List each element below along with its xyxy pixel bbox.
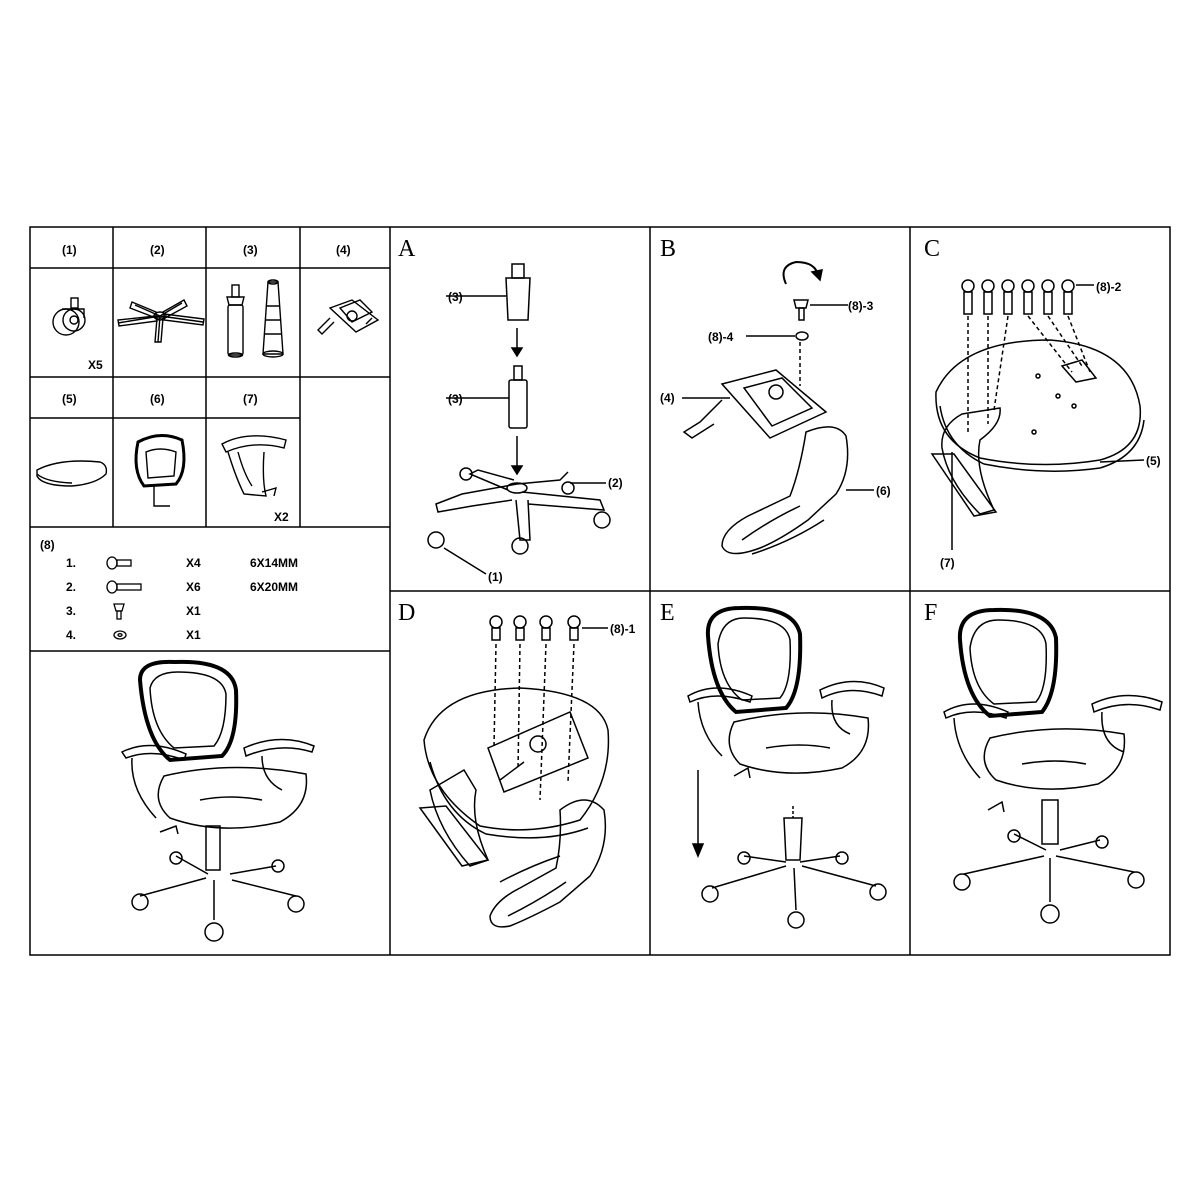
step-b-callout-8-4: (8)-4 [708, 330, 734, 344]
hardware-size-1: 6X14MM [250, 556, 299, 570]
hardware-index-4: 4. [66, 628, 77, 642]
step-letter-e: E [660, 600, 675, 626]
hardware-size-2: 6X20MM [250, 580, 299, 594]
hardware-index-3: 3. [66, 604, 77, 618]
part-number-7: (7) [243, 392, 258, 406]
hardware-qty-4: X1 [186, 628, 201, 642]
part-number-5: (5) [62, 392, 77, 406]
step-b-callout-6: (6) [876, 484, 891, 498]
step-c-callout-8-2: (8)-2 [1096, 280, 1122, 294]
step-letter-f: F [924, 600, 938, 626]
hardware-index-1: 1. [66, 556, 77, 570]
part-number-1: (1) [62, 243, 77, 257]
caster-qty: X5 [88, 358, 103, 372]
part-number-4: (4) [336, 243, 351, 257]
step-a-callout-3-bottom: (3) [448, 392, 463, 406]
step-letter-a: A [398, 236, 416, 262]
hardware-qty-1: X4 [186, 556, 201, 570]
step-a-callout-2: (2) [608, 476, 623, 490]
step-b-callout-8-3: (8)-3 [848, 299, 874, 313]
armrest-qty: X2 [274, 510, 289, 524]
step-letter-d: D [398, 600, 416, 626]
step-d-callout-8-1: (8)-1 [610, 622, 636, 636]
hardware-index-2: 2. [66, 580, 77, 594]
hardware-group-label: (8) [40, 538, 55, 552]
step-a-callout-3-top: (3) [448, 290, 463, 304]
step-letter-b: B [660, 236, 677, 262]
hardware-qty-2: X6 [186, 580, 201, 594]
step-c-callout-5: (5) [1146, 454, 1161, 468]
step-c-callout-7: (7) [940, 556, 955, 570]
hardware-qty-3: X1 [186, 604, 201, 618]
part-number-2: (2) [150, 243, 165, 257]
step-letter-c: C [924, 236, 941, 262]
step-b-callout-4: (4) [660, 391, 675, 405]
part-number-6: (6) [150, 392, 165, 406]
part-number-3: (3) [243, 243, 258, 257]
step-a-callout-1: (1) [488, 570, 503, 584]
